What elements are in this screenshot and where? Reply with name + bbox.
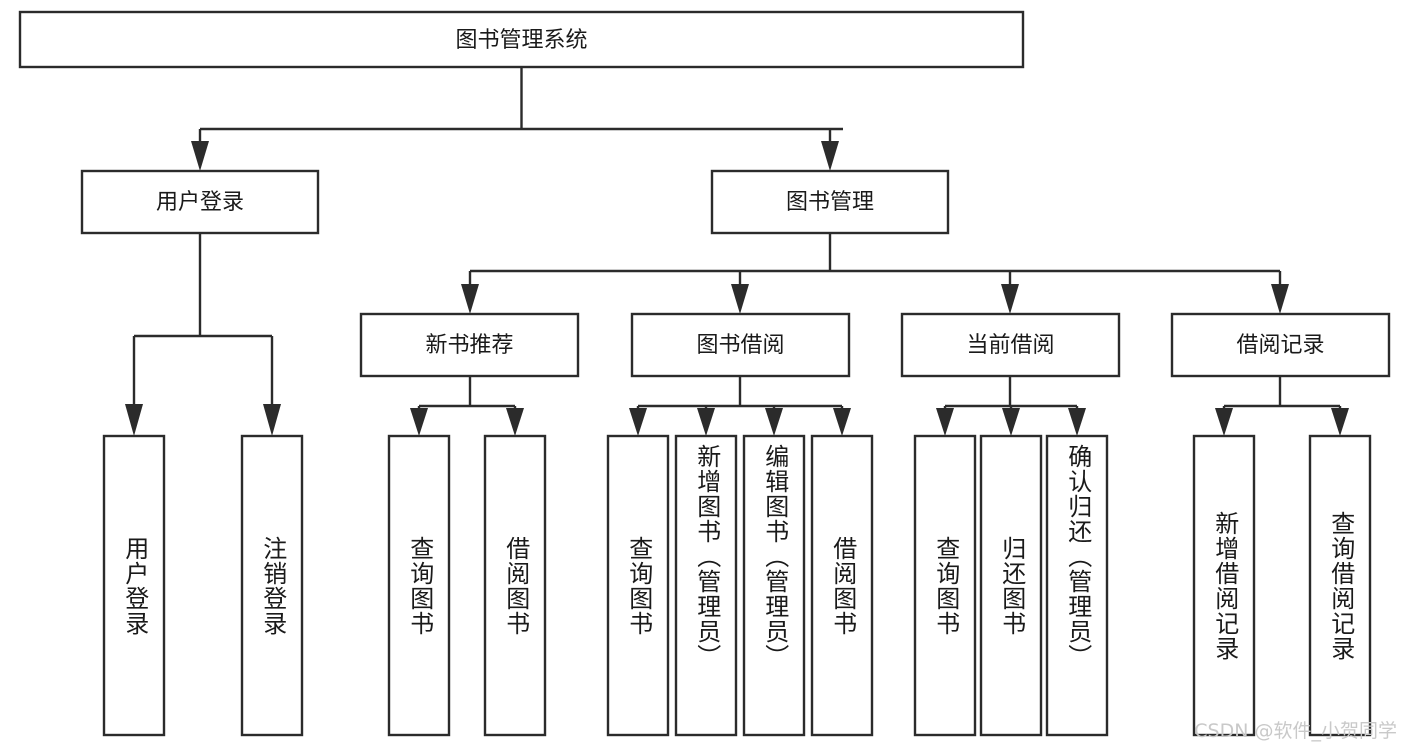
arrow-head-leaf-edit-book (765, 408, 783, 436)
node-root-box[interactable] (18, 10, 1025, 69)
node-borrow-record-label: 借阅记录 (1236, 333, 1324, 358)
arrow-head-leaf-add-book (697, 408, 715, 436)
arrow-head-book-borrow (731, 284, 749, 314)
node-leaf-add-book-box[interactable] (674, 434, 738, 737)
leaf-boxes (102, 434, 1372, 737)
connector-new-book-recommend-to-leaves (410, 376, 524, 436)
node-current-borrow[interactable]: 当前借阅 (900, 312, 1121, 378)
node-new-book-recommend[interactable]: 新书推荐 (359, 312, 580, 378)
node-leaf-borrow-book-box[interactable] (810, 434, 874, 737)
node-current-borrow-label: 当前借阅 (966, 333, 1054, 358)
node-root[interactable]: 图书管理系统 (18, 10, 1025, 69)
arrow-head-borrow-record (1271, 284, 1289, 314)
arrow-head-leaf-query-borrow-record (1331, 408, 1349, 436)
arrow-head-new-book-recommend (461, 284, 479, 314)
node-leaf-query-borrow-record-box[interactable] (1308, 434, 1372, 737)
node-leaf-query-book-label: 查询图书 (624, 535, 653, 636)
connector-book-manage-to-level3 (461, 233, 1289, 314)
node-book-manage-box[interactable] (710, 169, 950, 235)
node-leaf-user-login-box[interactable] (102, 434, 166, 737)
node-leaf-edit-book-label: 编辑图书（管理员） (760, 444, 789, 669)
node-leaf-confirm-return-box[interactable] (1045, 434, 1109, 737)
node-root-label: 图书管理系统 (455, 28, 587, 53)
node-user-login[interactable]: 用户登录 (80, 169, 320, 235)
arrow-head-book-manage (821, 141, 839, 171)
node-leaf-query-book-rec-label: 查询图书 (405, 535, 434, 636)
node-leaf-user-login-label: 用户登录 (120, 535, 149, 636)
node-leaf-return-book-box[interactable] (979, 434, 1043, 737)
node-borrow-record[interactable]: 借阅记录 (1170, 312, 1391, 378)
node-leaf-add-book-label: 新增图书（管理员） (692, 444, 721, 669)
node-book-manage-label: 图书管理 (786, 190, 874, 215)
node-leaf-query-book-box[interactable] (606, 434, 670, 737)
arrow-head-leaf-query-book-cur (936, 408, 954, 436)
node-leaf-borrow-book-rec-box[interactable] (483, 434, 547, 737)
csdn-watermark: CSDN @软件_小贺同学 (1194, 720, 1397, 742)
arrow-head-leaf-confirm-return (1068, 408, 1086, 436)
node-new-book-recommend-box[interactable] (359, 312, 580, 378)
node-book-borrow-box[interactable] (630, 312, 851, 378)
node-leaf-query-book-cur-box[interactable] (913, 434, 977, 737)
node-leaf-confirm-return-label: 确认归还（管理员） (1063, 444, 1092, 669)
node-leaf-query-book-cur-label: 查询图书 (931, 535, 960, 636)
arrow-head-current-borrow (1001, 284, 1019, 314)
arrow-head-leaf-user-logout (263, 404, 281, 436)
arrow-head-user-login (191, 141, 209, 171)
node-current-borrow-box[interactable] (900, 312, 1121, 378)
arrow-head-leaf-user-login (125, 404, 143, 436)
node-leaf-user-logout-box[interactable] (240, 434, 304, 737)
node-leaf-return-book-label: 归还图书 (997, 535, 1026, 636)
connector-root-to-level2 (191, 67, 843, 171)
arrow-head-leaf-query-book (629, 408, 647, 436)
connector-user-login-to-leaves (125, 233, 281, 436)
node-leaf-edit-book-box[interactable] (742, 434, 806, 737)
node-leaf-user-logout-label: 注销登录 (258, 535, 287, 636)
node-leaf-query-borrow-record-label: 查询借阅记录 (1326, 510, 1355, 661)
node-user-login-box[interactable] (80, 169, 320, 235)
node-book-borrow-label: 图书借阅 (696, 333, 784, 358)
node-new-book-recommend-label: 新书推荐 (425, 333, 513, 358)
arrow-head-leaf-borrow-book-rec (506, 408, 524, 436)
arrow-head-leaf-query-book-rec (410, 408, 428, 436)
connector-borrow-record-to-leaves (1215, 376, 1349, 436)
node-leaf-borrow-book-rec-label: 借阅图书 (501, 535, 530, 636)
node-borrow-record-box[interactable] (1170, 312, 1391, 378)
node-leaf-add-borrow-record-box[interactable] (1192, 434, 1256, 737)
node-leaf-borrow-book-label: 借阅图书 (828, 535, 857, 636)
arrow-head-leaf-borrow-book (833, 408, 851, 436)
node-book-manage[interactable]: 图书管理 (710, 169, 950, 235)
node-user-login-label: 用户登录 (156, 190, 244, 215)
node-leaf-query-book-rec-box[interactable] (387, 434, 451, 737)
arrow-head-leaf-add-borrow-record (1215, 408, 1233, 436)
arrow-head-leaf-return-book (1002, 408, 1020, 436)
connector-current-borrow-to-leaves (936, 376, 1086, 436)
connector-book-borrow-to-leaves (629, 376, 851, 436)
node-book-borrow[interactable]: 图书借阅 (630, 312, 851, 378)
node-leaf-add-borrow-record-label: 新增借阅记录 (1210, 510, 1239, 661)
